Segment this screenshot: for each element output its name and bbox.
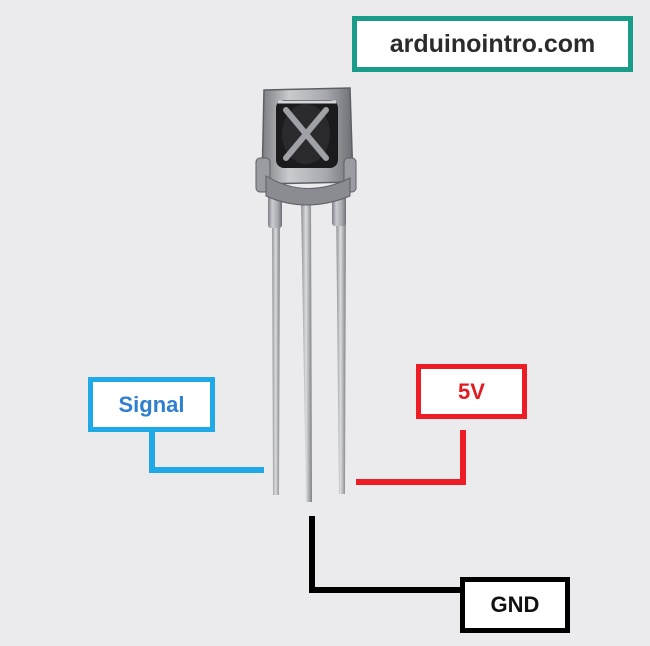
vcc-connector-line <box>356 430 466 485</box>
gnd-label-text: GND <box>490 592 540 617</box>
brand-watermark: arduinointro.com <box>352 16 633 72</box>
gnd-lead <box>301 200 312 502</box>
brand-text: arduinointro.com <box>389 29 596 58</box>
gnd-pin-label: GND <box>460 577 570 633</box>
ir-receiver-sensor-icon <box>255 87 357 502</box>
signal-pin-label: Signal <box>88 377 215 432</box>
vcc-lead <box>336 203 346 494</box>
signal-lead <box>272 205 280 495</box>
vcc-pin-label: 5V <box>416 364 527 419</box>
signal-connector-line <box>149 430 264 473</box>
vcc-label-text: 5V <box>458 378 485 404</box>
signal-label-text: Signal <box>118 391 185 417</box>
gnd-connector-line <box>309 516 462 593</box>
